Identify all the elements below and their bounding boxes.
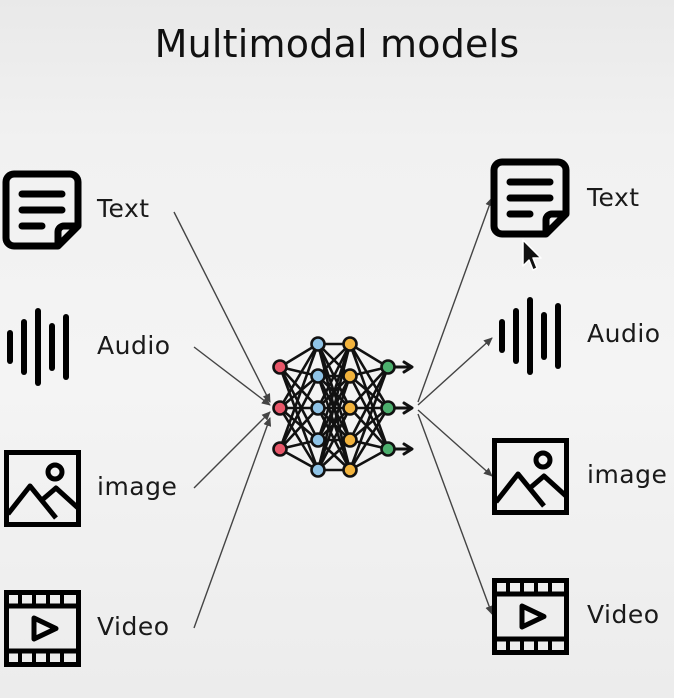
network-node [342,368,358,384]
network-edge [348,365,390,442]
output-label-image: image [587,460,668,489]
network-edge [348,342,390,410]
output-label-text: Text [587,183,640,212]
output-video-icon [492,578,569,655]
input-video-icon [4,590,81,667]
input-audio-icon [7,308,69,386]
network-edge [278,406,320,442]
network-node [342,432,358,448]
input-image-icon [4,450,81,527]
connector-audio-in [193,346,271,406]
output-label-audio: Audio [587,319,661,348]
network-edge [278,342,320,410]
network-node [310,368,326,384]
connector-text-in [173,211,271,403]
input-label-image: image [97,472,178,501]
network-edge [316,374,352,472]
network-node [310,432,326,448]
input-label-video: Video [97,612,170,641]
page-title: Multimodal models [154,22,520,66]
connector-image-out [417,409,493,477]
network-node [272,359,288,375]
output-audio-icon [499,297,561,375]
network-node [310,400,326,416]
network-edge [278,406,320,451]
network-node [272,400,288,416]
output-image-icon [492,438,569,515]
network-edge [348,374,390,451]
network-edge [316,406,352,472]
network-node [380,400,396,416]
output-text-icon [490,158,570,238]
connector-image-in [193,411,271,489]
network-node [342,336,358,352]
network-edge [348,374,390,410]
network-node [342,462,358,478]
network-node [310,462,326,478]
network-edge [278,406,320,472]
network-edge [278,365,320,472]
network-node [272,441,288,457]
network-node [380,441,396,457]
network-edge [348,365,390,410]
network-edge [278,342,320,451]
network-edge [348,406,390,472]
network-edge [348,342,390,451]
network-edge [278,374,320,410]
network-edge [278,365,320,410]
network-node [380,359,396,375]
input-connectors [173,211,272,629]
input-text-icon [2,170,82,250]
input-label-text: Text [97,194,150,223]
neural-network-icon [272,336,414,478]
network-edge [348,406,390,442]
connector-video-out [417,413,493,615]
input-label-audio: Audio [97,331,171,360]
output-connectors [417,197,494,615]
network-edge [348,406,390,451]
network-edge [278,374,320,451]
connector-text-out [417,197,494,403]
mouse-cursor-icon [522,239,542,271]
network-edge [348,365,390,472]
network-edge [316,342,352,472]
network-node [310,336,326,352]
connector-video-in [193,417,272,629]
network-node [342,400,358,416]
network-edge [316,342,352,410]
network-edge [278,365,320,442]
output-label-video: Video [587,600,660,629]
connector-audio-out [417,337,493,406]
